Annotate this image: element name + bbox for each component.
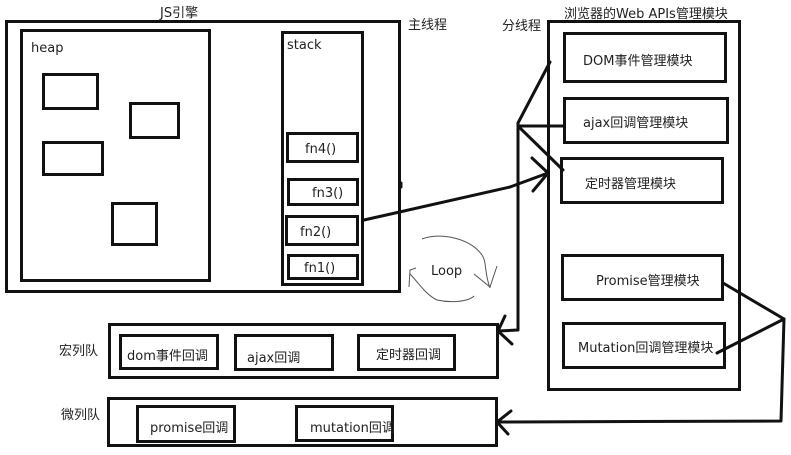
web-api-module-dom: DOM事件管理模块 xyxy=(563,32,727,83)
task-label: ajax回调 xyxy=(247,351,301,366)
stack-frame-label: fn4() xyxy=(305,142,337,157)
task-label: promise回调 xyxy=(150,421,229,436)
stack-label: stack xyxy=(287,38,322,53)
heap-object xyxy=(111,202,158,246)
task-label: 定时器回调 xyxy=(376,348,442,363)
task-label: mutation回调 xyxy=(310,421,395,436)
heap-container xyxy=(20,29,211,282)
micro-queue-label: 微列队 xyxy=(61,408,101,423)
line-hub-to-macro xyxy=(496,121,520,333)
line-hub-to-dom xyxy=(516,60,552,125)
arrowhead-macro xyxy=(496,314,514,346)
module-label: Promise管理模块 xyxy=(596,274,700,289)
module-label: Mutation回调管理模块 xyxy=(578,341,714,356)
macro-task: 定时器回调 xyxy=(357,334,456,371)
web-api-module-ajax: ajax回调管理模块 xyxy=(563,97,729,144)
arrowhead-timer xyxy=(530,156,550,193)
web-apis-title: 浏览器的Web APIs管理模块 xyxy=(564,7,728,22)
stack-container xyxy=(281,31,364,286)
worker-thread-label: 分线程 xyxy=(502,19,542,34)
stack-frame: fn4() xyxy=(286,132,359,163)
web-api-module-mutation: Mutation回调管理模块 xyxy=(562,322,726,369)
stack-frame-label: fn3() xyxy=(312,186,344,201)
module-label: DOM事件管理模块 xyxy=(583,54,693,69)
heap-object xyxy=(42,141,104,176)
micro-task: mutation回调 xyxy=(295,405,395,442)
heap-object xyxy=(42,73,99,110)
stack-frame: fn3() xyxy=(287,178,359,206)
stack-frame: fn2() xyxy=(285,215,359,246)
loop-label: Loop xyxy=(431,264,463,279)
main-thread-label: 主线程 xyxy=(408,18,448,33)
macro-queue-label: 宏列队 xyxy=(59,344,99,359)
macro-task: ajax回调 xyxy=(234,334,334,371)
module-label: 定时器管理模块 xyxy=(585,177,677,192)
js-engine-container xyxy=(5,20,401,293)
micro-task: promise回调 xyxy=(136,405,236,443)
stack-frame: fn1() xyxy=(287,254,359,280)
js-engine-title: JS引擎 xyxy=(160,6,199,21)
heap-label: heap xyxy=(31,41,64,56)
web-api-module-timer: 定时器管理模块 xyxy=(560,157,724,204)
web-api-module-promise: Promise管理模块 xyxy=(561,254,724,301)
stack-frame-label: fn1() xyxy=(304,261,336,276)
arrowhead-micro xyxy=(495,409,513,436)
heap-object xyxy=(129,102,180,139)
module-label: ajax回调管理模块 xyxy=(583,116,689,131)
macro-task: dom事件回调 xyxy=(119,334,219,370)
task-label: dom事件回调 xyxy=(127,349,208,364)
stack-frame-label: fn2() xyxy=(300,225,332,240)
